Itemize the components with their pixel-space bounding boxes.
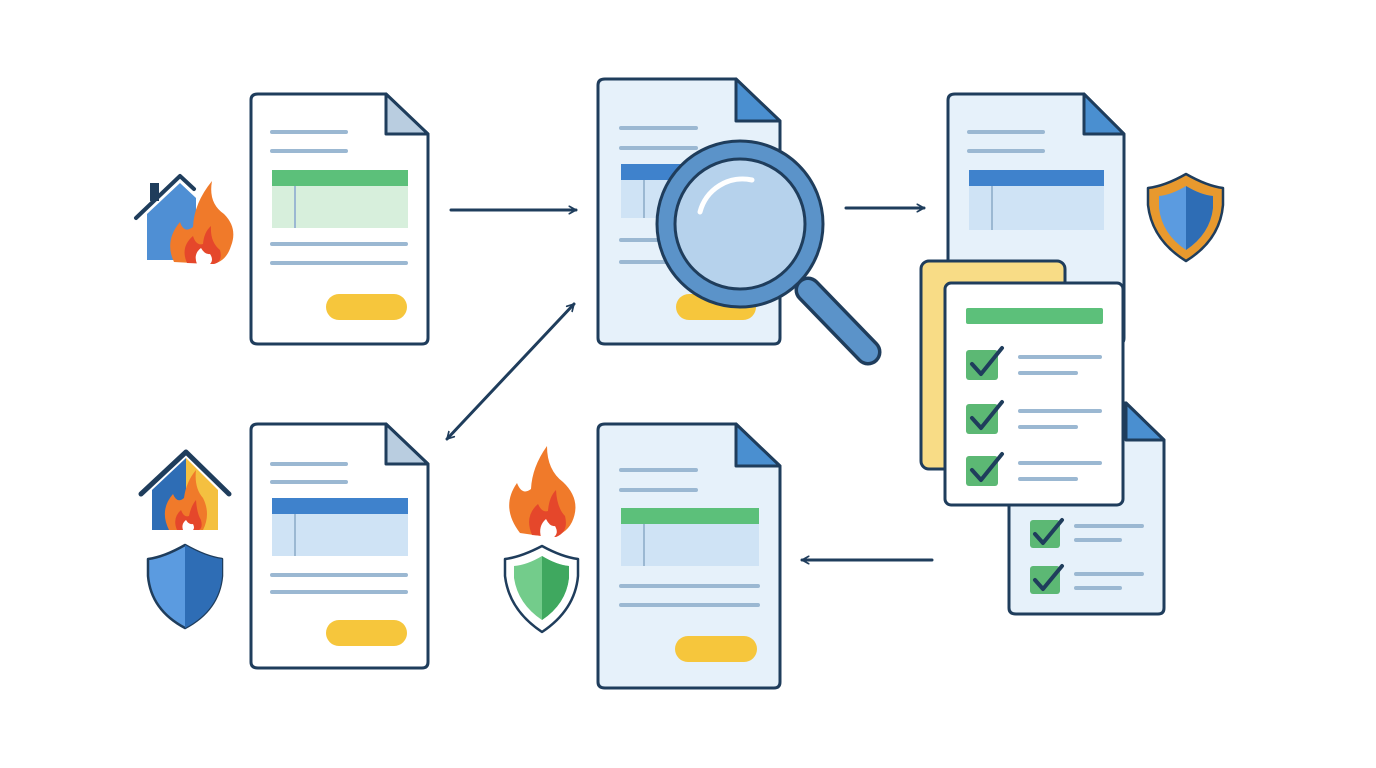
arrow-bidirectional-diagonal (445, 302, 576, 441)
magnifying-glass-icon (655, 139, 882, 366)
checklist-front-document (943, 281, 1125, 507)
house-fire-icon (138, 449, 232, 530)
document-form-top-left (249, 92, 430, 346)
green-shield-icon (503, 544, 580, 634)
shield-icon (1146, 172, 1225, 263)
document-form-bottom-left (249, 422, 430, 670)
document-form-bottom-middle (596, 422, 782, 690)
house-fire-icon (134, 174, 234, 264)
flame-icon (509, 446, 576, 537)
arrows (445, 208, 934, 560)
checklist-icon (919, 259, 1166, 616)
submit-button-shape (326, 294, 407, 320)
shield-icon (146, 543, 224, 630)
